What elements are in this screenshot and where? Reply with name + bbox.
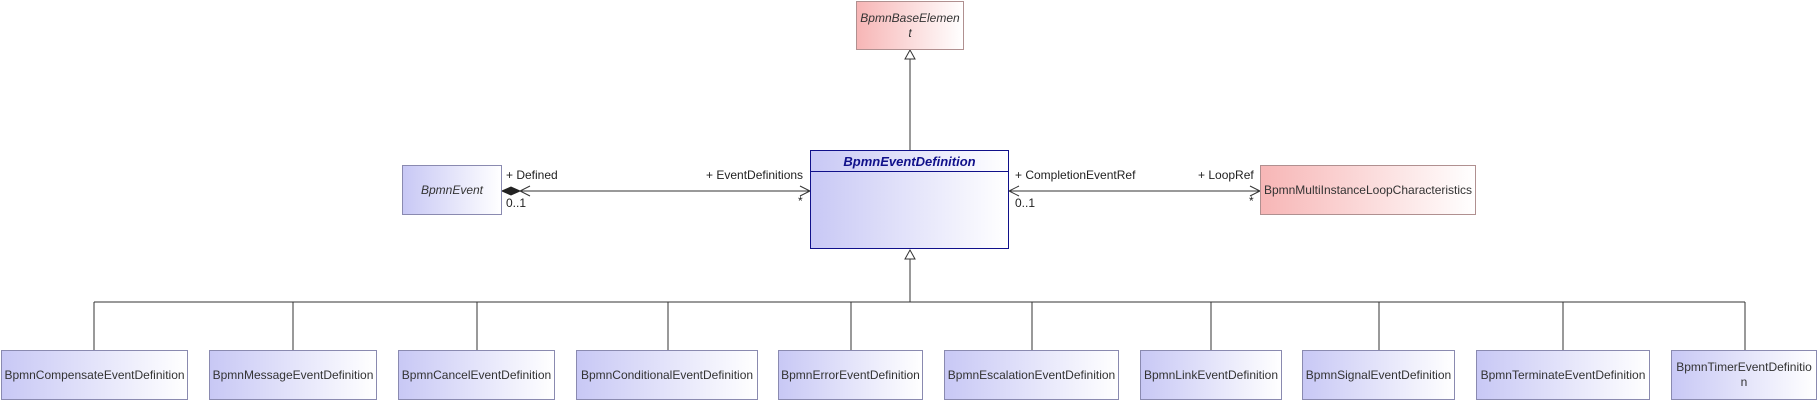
class-bpmn-conditional-event-definition[interactable]: BpmnConditionalEventDefinition (576, 350, 758, 400)
role-event-definitions: + EventDefinitions (706, 168, 804, 182)
multiplicity-loop-ref: * (1249, 194, 1254, 208)
class-bpmn-error-event-definition[interactable]: BpmnErrorEventDefinition (778, 350, 923, 400)
class-bpmn-event-definition[interactable]: BpmnEventDefinition (810, 150, 1009, 249)
multiplicity-completion-event-ref: 0..1 (1015, 196, 1036, 210)
class-bpmn-compensate-event-definition[interactable]: BpmnCompensateEventDefinition (1, 350, 188, 400)
class-bpmn-event[interactable]: BpmnEvent (402, 165, 502, 215)
role-defined: + Defined (506, 168, 558, 182)
class-bpmn-signal-event-definition[interactable]: BpmnSignalEventDefinition (1302, 350, 1455, 400)
class-bpmn-escalation-event-definition[interactable]: BpmnEscalationEventDefinition (944, 350, 1119, 400)
class-bpmn-cancel-event-definition[interactable]: BpmnCancelEventDefinition (398, 350, 555, 400)
class-bpmn-terminate-event-definition[interactable]: BpmnTerminateEventDefinition (1476, 350, 1650, 400)
class-bpmn-message-event-definition[interactable]: BpmnMessageEventDefinition (209, 350, 377, 400)
composition-diamond (500, 186, 522, 196)
role-loop-ref: + LoopRef (1198, 168, 1254, 182)
role-completion-event-ref: + CompletionEventRef (1015, 168, 1136, 182)
multiplicity-event-definitions: * (798, 194, 803, 208)
class-bpmn-base-element[interactable]: BpmnBaseElement (856, 1, 964, 50)
class-bpmn-link-event-definition[interactable]: BpmnLinkEventDefinition (1140, 350, 1282, 400)
class-bpmn-multi-instance-loop-characteristics[interactable]: BpmnMultiInstanceLoopCharacteristics (1260, 165, 1476, 215)
class-title: BpmnEventDefinition (811, 151, 1008, 172)
multiplicity-defined: 0..1 (506, 196, 527, 210)
generalization-arrow-subclasses (904, 248, 916, 260)
class-bpmn-timer-event-definition[interactable]: BpmnTimerEventDefinition (1671, 350, 1817, 400)
generalization-arrow-base (904, 48, 916, 60)
